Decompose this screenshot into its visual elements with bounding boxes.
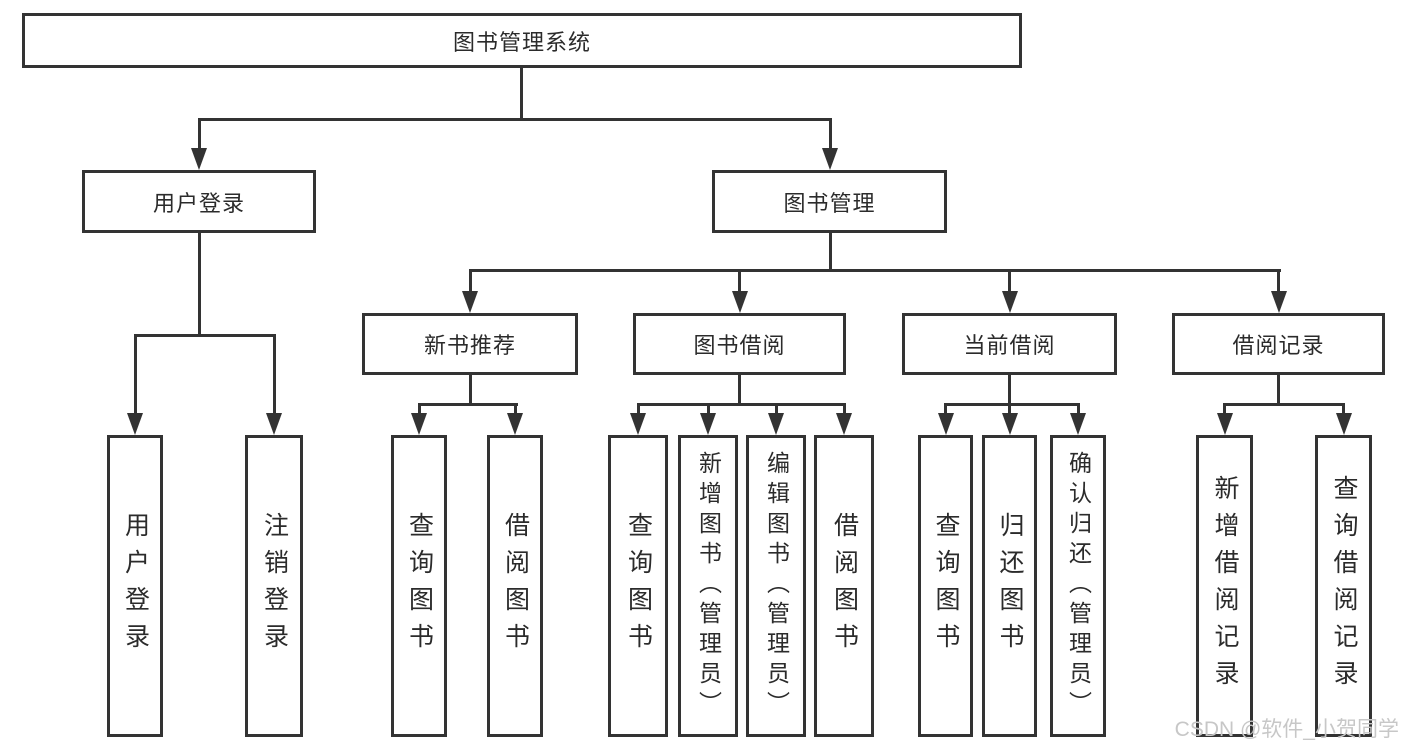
connector-line (828, 233, 832, 272)
arrowhead-down-icon (700, 413, 716, 435)
arrowhead-down-icon (1001, 291, 1018, 313)
connector-line (133, 334, 137, 417)
connector-line (944, 403, 947, 417)
connector-line (468, 269, 1281, 272)
connector-line (197, 118, 832, 121)
leaf-current-query-books-label: 查询图书 (932, 512, 960, 660)
leaf-add-books-admin-label: 新增图书（管理员） (695, 451, 722, 721)
node-current-borrow: 当前借阅 (902, 313, 1117, 375)
node-book-borrow-label: 图书借阅 (693, 333, 786, 358)
leaf-borrow-query-books: 查询图书 (608, 435, 668, 737)
arrowhead-down-icon (1216, 413, 1233, 435)
leaf-confirm-return-admin: 确认归还（管理员） (1050, 435, 1106, 737)
connector-line (519, 68, 523, 120)
arrowhead-down-icon (630, 413, 646, 435)
leaf-recommend-borrow-books-label: 借阅图书 (501, 512, 530, 660)
leaf-query-borrow-record: 查询借阅记录 (1315, 435, 1372, 737)
connector-line (1008, 403, 1011, 417)
connector-line (1277, 375, 1280, 406)
leaf-add-borrow-record-label: 新增借阅记录 (1211, 475, 1239, 697)
connector-line (1223, 403, 1226, 417)
connector-line (272, 334, 276, 417)
connector-line (1277, 269, 1280, 297)
connector-line (706, 403, 710, 417)
leaf-current-query-books: 查询图书 (918, 435, 973, 737)
connector-line (1008, 375, 1011, 406)
connector-line (1342, 403, 1345, 417)
connector-line (738, 375, 741, 406)
arrowhead-down-icon (1270, 291, 1287, 313)
arrowhead-down-icon (1070, 413, 1086, 435)
connector-line (133, 334, 276, 337)
connector-line (1008, 269, 1011, 297)
leaf-add-books-admin: 新增图书（管理员） (678, 435, 738, 737)
connector-line (828, 118, 832, 154)
arrowhead-down-icon (1001, 413, 1018, 435)
leaf-confirm-return-admin-label: 确认归还（管理员） (1065, 451, 1092, 721)
connector-line (468, 269, 472, 297)
connector-line (636, 403, 846, 406)
node-borrow-records: 借阅记录 (1172, 313, 1385, 375)
arrowhead-down-icon (937, 413, 954, 435)
leaf-return-books: 归还图书 (982, 435, 1037, 737)
leaf-add-borrow-record: 新增借阅记录 (1196, 435, 1253, 737)
arrowhead-down-icon (411, 413, 427, 435)
node-root: 图书管理系统 (22, 13, 1022, 68)
leaf-recommend-borrow-books: 借阅图书 (487, 435, 543, 737)
node-root-label: 图书管理系统 (452, 29, 591, 55)
connector-line (944, 403, 1080, 406)
leaf-edit-books-admin: 编辑图书（管理员） (746, 435, 806, 737)
node-borrow-records-label: 借阅记录 (1232, 333, 1325, 358)
connector-line (417, 403, 421, 417)
connector-line (197, 118, 201, 154)
leaf-user-login-label: 用户登录 (121, 512, 150, 660)
leaf-recommend-query-books: 查询图书 (391, 435, 447, 737)
node-new-book-recommend: 新书推荐 (362, 313, 578, 375)
arrowhead-down-icon (462, 291, 478, 313)
leaf-borrow-query-books-label: 查询图书 (624, 512, 653, 660)
node-user-login-label: 用户登录 (152, 190, 245, 216)
connector-line (513, 403, 517, 417)
connector-line (842, 403, 846, 417)
leaf-borrow-books: 借阅图书 (814, 435, 874, 737)
leaf-logout: 注销登录 (245, 435, 303, 737)
leaf-user-login: 用户登录 (107, 435, 163, 737)
arrowhead-down-icon (507, 413, 523, 435)
node-new-book-recommend-label: 新书推荐 (423, 333, 516, 358)
arrowhead-down-icon (731, 291, 748, 313)
connector-line (468, 375, 472, 406)
leaf-return-books-label: 归还图书 (996, 512, 1024, 660)
arrowhead-down-icon (822, 148, 838, 170)
leaf-borrow-books-label: 借阅图书 (830, 512, 859, 660)
node-book-management-label: 图书管理 (783, 190, 876, 216)
leaf-edit-books-admin-label: 编辑图书（管理员） (763, 451, 790, 721)
node-user-login: 用户登录 (82, 170, 316, 233)
arrowhead-down-icon (127, 413, 143, 435)
connector-line (1223, 403, 1345, 406)
connector-line (197, 233, 201, 337)
node-book-borrow: 图书借阅 (633, 313, 846, 375)
connector-line (774, 403, 778, 417)
leaf-logout-label: 注销登录 (260, 512, 289, 660)
arrowhead-down-icon (1335, 413, 1352, 435)
arrowhead-down-icon (266, 413, 282, 435)
arrowhead-down-icon (836, 413, 852, 435)
connector-line (738, 269, 741, 297)
node-book-management: 图书管理 (712, 170, 947, 233)
arrowhead-down-icon (768, 413, 784, 435)
leaf-query-borrow-record-label: 查询借阅记录 (1330, 475, 1358, 697)
connector-line (1076, 403, 1080, 417)
csdn-watermark: CSDN @软件_小贺同学 (1174, 718, 1399, 741)
node-current-borrow-label: 当前借阅 (963, 333, 1056, 358)
connector-line (417, 403, 518, 406)
leaf-recommend-query-books-label: 查询图书 (405, 512, 434, 660)
connector-line (636, 403, 640, 417)
arrowhead-down-icon (191, 148, 207, 170)
